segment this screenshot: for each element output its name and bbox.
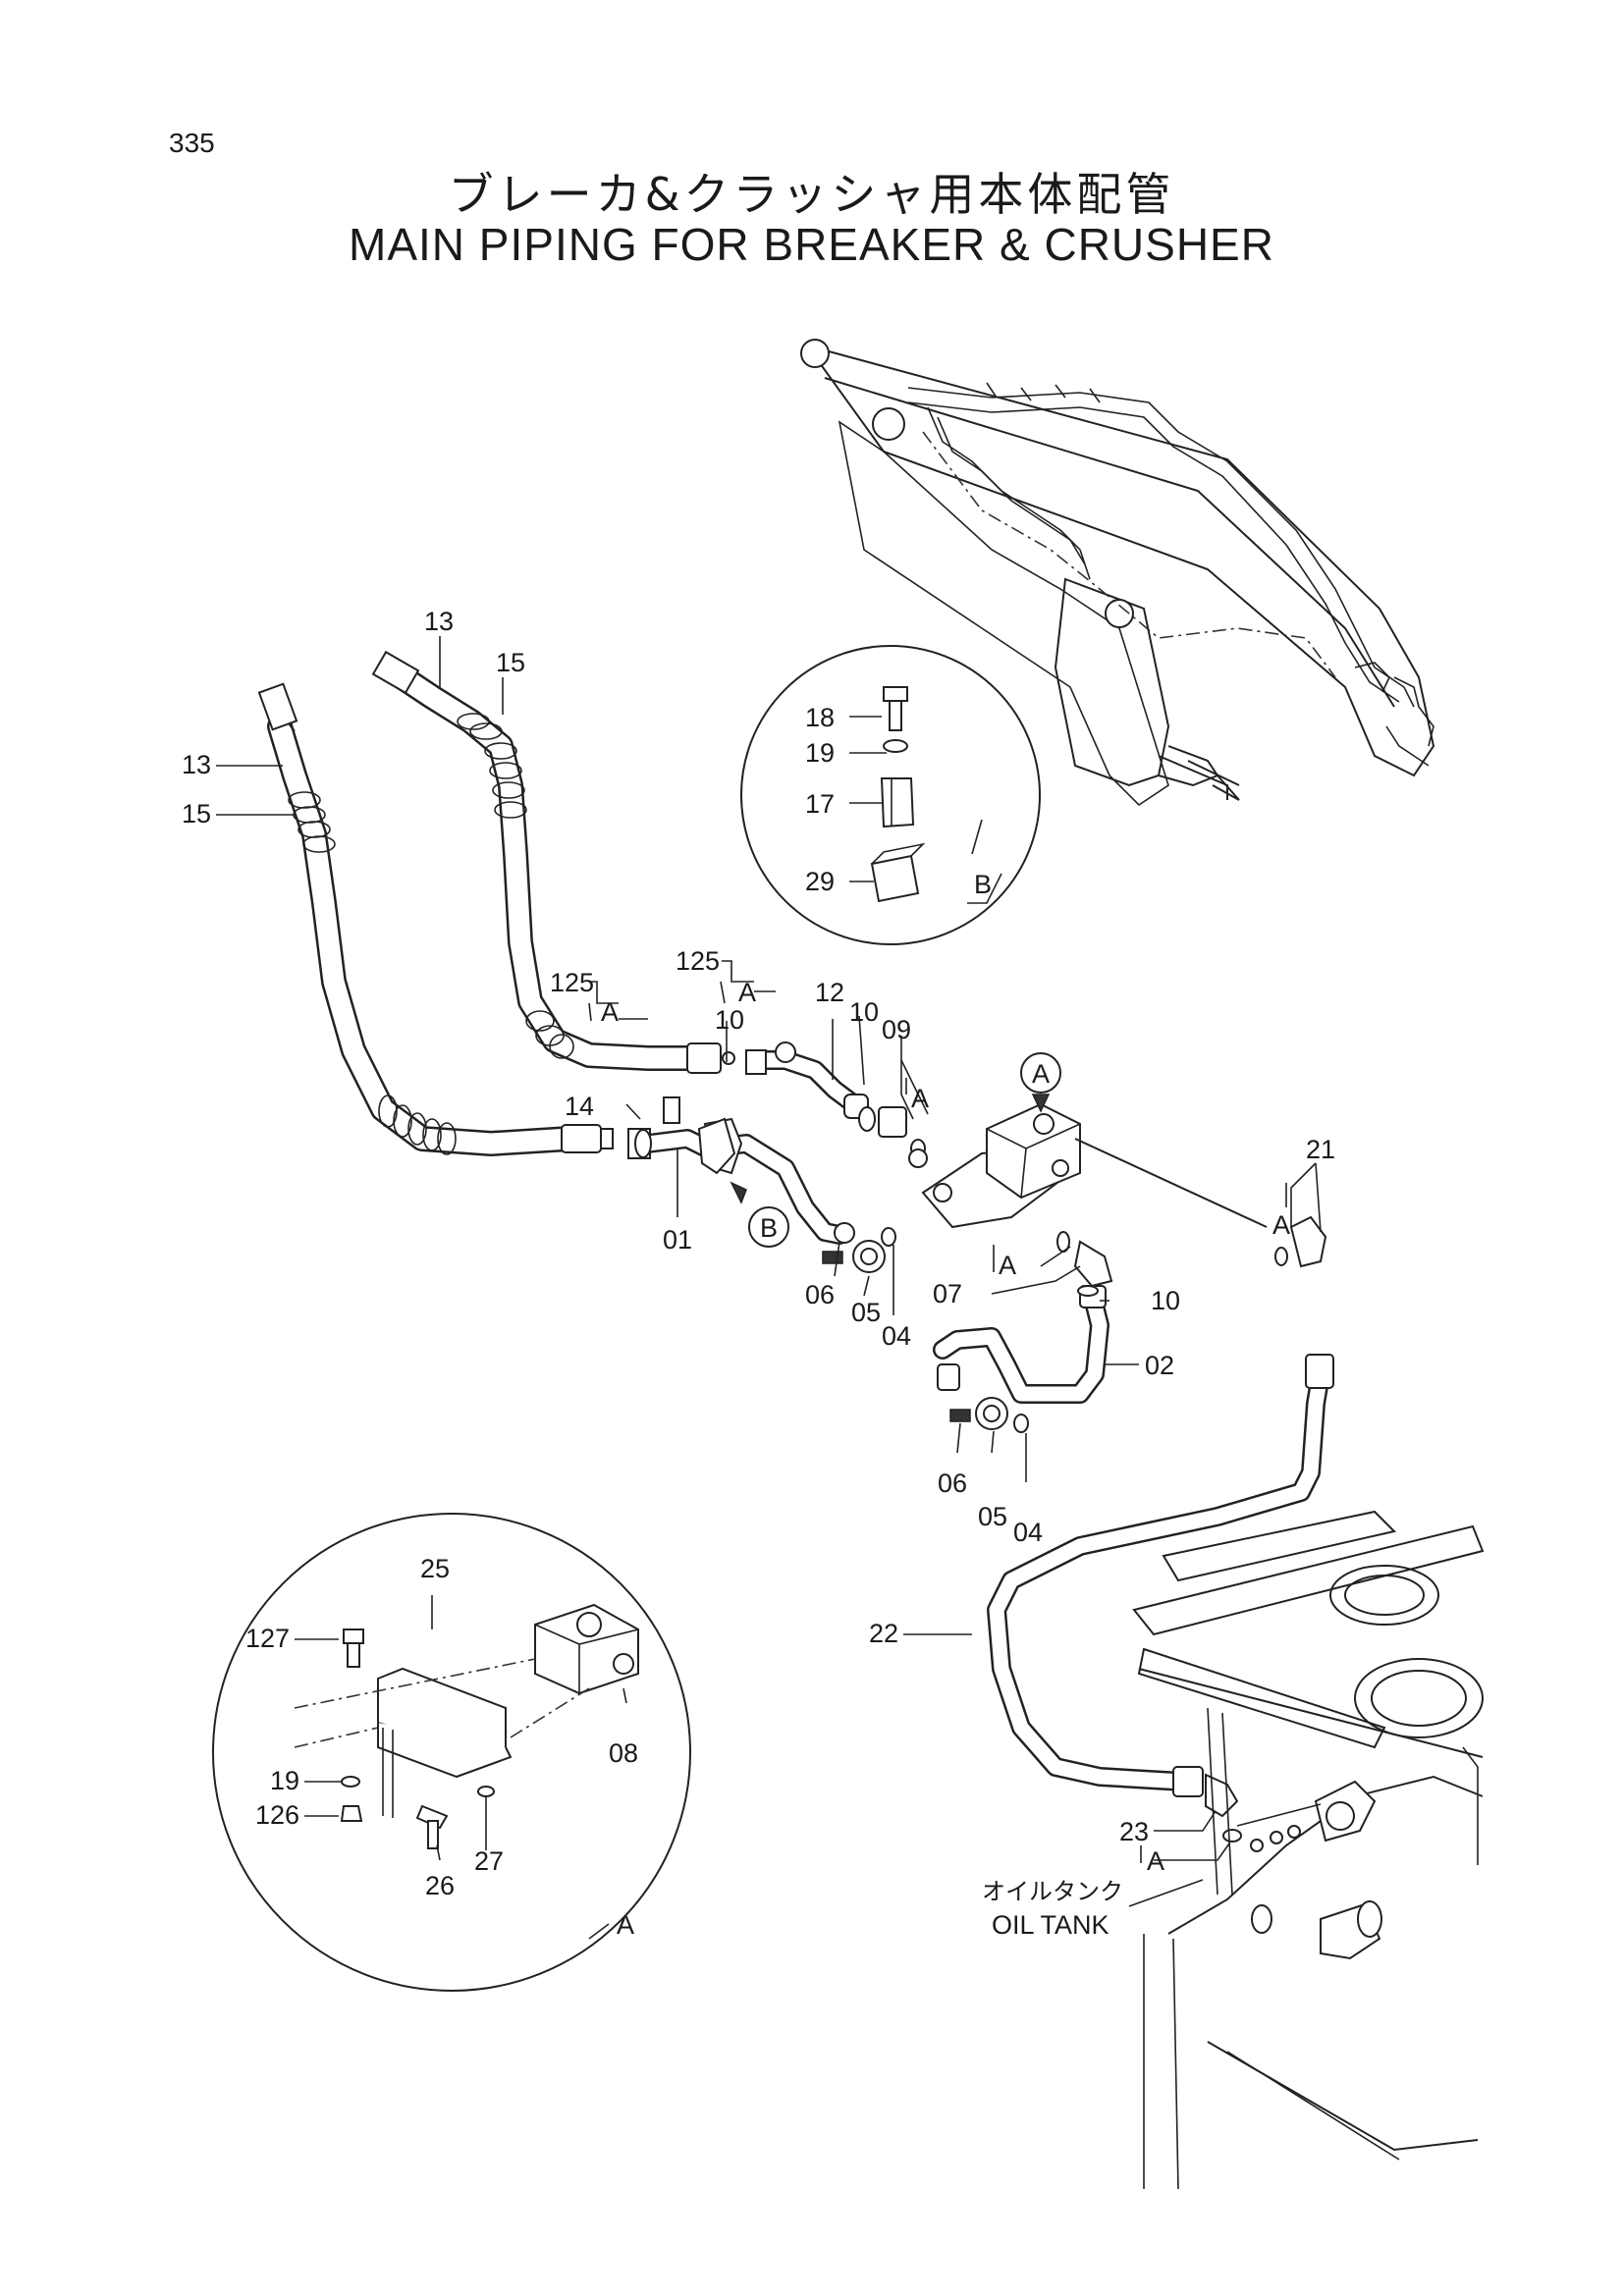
callout-07: 07 xyxy=(933,1279,962,1308)
callout-06: 06 xyxy=(938,1468,967,1498)
callout-15: 15 xyxy=(496,648,525,677)
callout-06: 06 xyxy=(805,1280,835,1309)
detail-b-label: B xyxy=(974,870,992,899)
callout-19: 19 xyxy=(270,1766,299,1795)
callout-a: A xyxy=(601,997,619,1027)
callout-labels: 13 15 13 15 18 19 17 29 B 125 A 125 A 10… xyxy=(182,607,1335,1940)
callout-09: 09 xyxy=(882,1015,911,1044)
callout-14: 14 xyxy=(565,1092,594,1121)
hose-15-left xyxy=(257,682,614,1156)
callout-08: 08 xyxy=(609,1738,638,1768)
callout-brackets xyxy=(588,981,1287,1863)
callout-23: 23 xyxy=(1119,1817,1149,1846)
detail-b xyxy=(740,645,1041,945)
clamp-b-location xyxy=(697,1117,789,1248)
callout-25: 25 xyxy=(420,1554,450,1583)
callout-10: 10 xyxy=(849,997,879,1027)
callout-10: 10 xyxy=(1151,1286,1180,1315)
detail-a xyxy=(212,1513,691,1992)
callout-15: 15 xyxy=(182,799,211,828)
callout-13: 13 xyxy=(424,607,454,636)
marker-b-letter: B xyxy=(760,1213,778,1243)
callout-27: 27 xyxy=(474,1846,504,1876)
marker-a-letter: A xyxy=(1032,1059,1050,1089)
callout-a: A xyxy=(999,1251,1016,1280)
callout-125: 125 xyxy=(676,946,720,976)
page-number: 335 xyxy=(169,128,215,158)
callout-26: 26 xyxy=(425,1871,455,1900)
title-english: MAIN PIPING FOR BREAKER & CRUSHER xyxy=(349,219,1274,270)
callout-05: 05 xyxy=(851,1298,881,1327)
detail-a-label: A xyxy=(617,1910,634,1940)
title-japanese: ブレーカ&クラッシャ用本体配管 xyxy=(448,168,1175,221)
return-pipe-22 xyxy=(987,1215,1334,1842)
callout-a: A xyxy=(1272,1210,1290,1240)
callout-02: 02 xyxy=(1145,1351,1174,1380)
callout-18: 18 xyxy=(805,703,835,732)
callout-13: 13 xyxy=(182,750,211,779)
callout-21: 21 xyxy=(1306,1135,1335,1164)
valve-block xyxy=(908,1052,1268,1229)
callout-05: 05 xyxy=(978,1502,1007,1531)
callout-04: 04 xyxy=(1013,1518,1043,1547)
callout-a: A xyxy=(911,1084,929,1113)
callout-12: 12 xyxy=(815,978,844,1007)
callout-a: A xyxy=(738,978,756,1007)
oil-tank xyxy=(1132,1510,1485,2190)
callout-10: 10 xyxy=(715,1005,744,1035)
callout-22: 22 xyxy=(869,1619,898,1648)
callout-a: A xyxy=(1147,1846,1164,1876)
boom-arm-assembly xyxy=(800,339,1435,807)
leader-lines xyxy=(216,636,1322,1940)
oil-tank-label-en: OIL TANK xyxy=(992,1910,1109,1940)
callout-125: 125 xyxy=(550,968,594,997)
pipe-fittings xyxy=(627,1041,1113,1433)
callout-29: 29 xyxy=(805,867,835,896)
oil-tank-label-ja: オイルタンク xyxy=(982,1878,1123,1905)
callout-126: 126 xyxy=(255,1800,299,1830)
callout-01: 01 xyxy=(663,1225,692,1255)
callout-19: 19 xyxy=(805,738,835,768)
callout-127: 127 xyxy=(245,1624,290,1653)
hose-15-right xyxy=(371,650,735,1074)
callout-17: 17 xyxy=(805,789,835,819)
callout-04: 04 xyxy=(882,1321,911,1351)
